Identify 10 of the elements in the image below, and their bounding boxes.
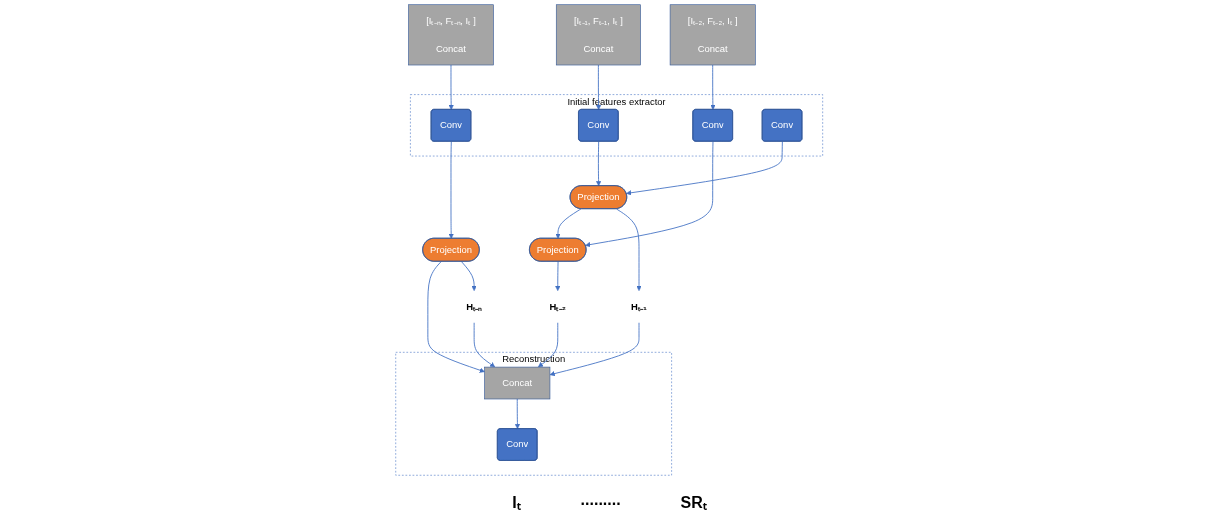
label-text: ......... [580,491,621,510]
node-text: Hₜ₋₁ [631,301,648,312]
node-box: [Iₜ₋ₙ, Fₜ₋ₙ, Iₜ ] Concat [408,4,495,66]
label-text: SRₜ [680,493,707,513]
label-text: Iₜ [512,493,521,513]
node-box: Concat [484,366,551,400]
node-text: Hₜ₋₂ [549,301,567,312]
node-text: Hₜ₋ₙ [466,301,483,312]
node-box: [Iₜ₋₁, Fₜ₋₁, Iₜ ] Concat [556,4,642,66]
node-box: [Iₜ₋₂, Fₜ₋₂, Iₜ ] Concat [670,4,756,66]
